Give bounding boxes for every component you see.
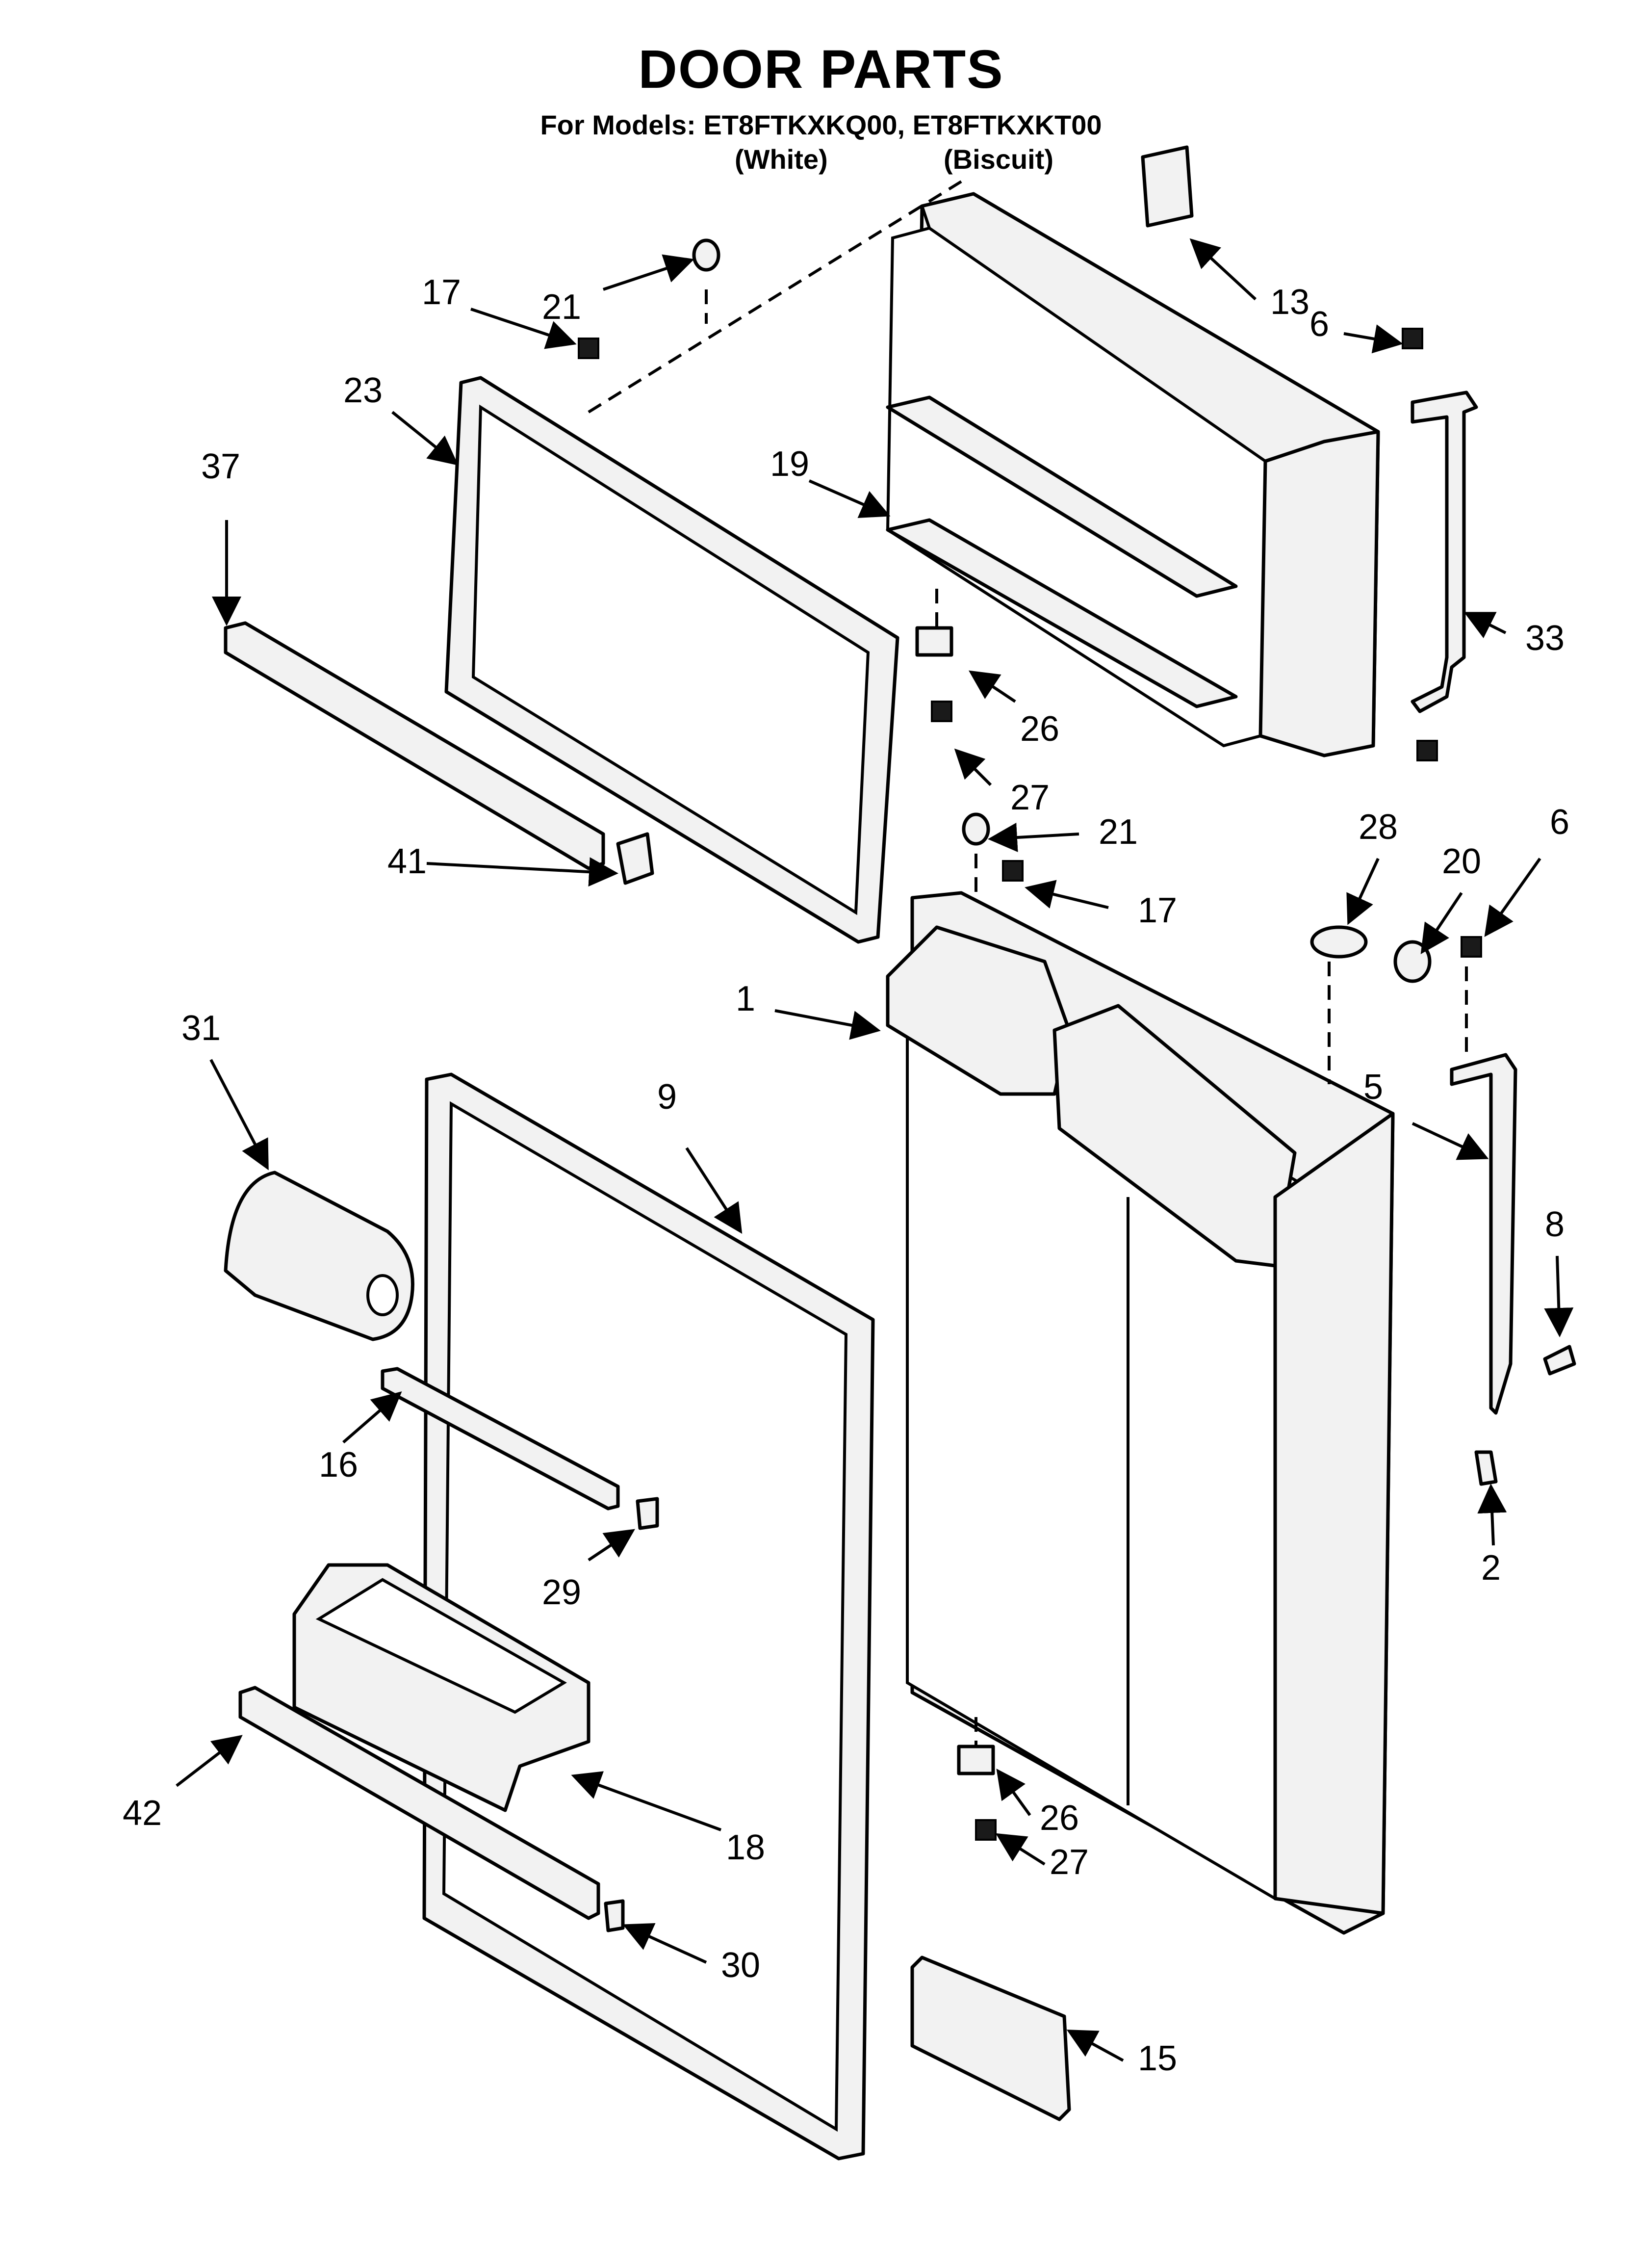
fresh-food-door-liner (886, 891, 1395, 1935)
hinge-pin-screw (1543, 1345, 1576, 1376)
callout-33: 33 (1525, 619, 1565, 658)
variant-white: (White) (735, 144, 828, 175)
door-bin (292, 1563, 590, 1812)
dairy-trim (381, 1367, 620, 1511)
callout-17: 17 (1138, 891, 1177, 930)
callout-42: 42 (123, 1794, 162, 1833)
hinge-spacer (1474, 1450, 1498, 1486)
callout-20: 20 (1442, 842, 1481, 881)
callout-5: 5 (1363, 1068, 1383, 1107)
callout-23: 23 (343, 371, 383, 410)
trim-end-cap (616, 832, 654, 885)
lower-hinge (1450, 1053, 1517, 1415)
page-title: DOOR PARTS (638, 39, 1004, 100)
callout-41: 41 (387, 842, 427, 881)
callout-numbers: 17 21 23 37 19 13 6 33 26 27 41 21 17 28… (123, 273, 1569, 2078)
callout-26: 26 (1020, 709, 1059, 749)
callout-6: 6 (1309, 305, 1329, 344)
callout-6: 6 (1550, 803, 1569, 842)
label-square (1141, 145, 1194, 228)
callout-28: 28 (1359, 808, 1398, 847)
callout-2: 2 (1481, 1548, 1501, 1588)
callout-19: 19 (770, 444, 809, 484)
bin-trim (238, 1686, 600, 1920)
freezer-door-liner (886, 192, 1380, 757)
callout-37: 37 (201, 447, 240, 486)
callout-13: 13 (1270, 283, 1309, 322)
door-bottom-cover (910, 1955, 1071, 2121)
fresh-food-door-gasket (422, 1072, 875, 2161)
callout-31: 31 (181, 1009, 221, 1048)
freezer-door-gasket (444, 376, 899, 944)
callout-8: 8 (1545, 1205, 1565, 1244)
dairy-door (224, 1171, 414, 1341)
callout-9: 9 (657, 1077, 677, 1117)
dairy-trim-clip (636, 1497, 659, 1530)
callout-29: 29 (542, 1573, 581, 1612)
door-plug (1310, 925, 1368, 959)
screws (578, 238, 1482, 1841)
callout-21: 21 (1099, 812, 1138, 852)
callout-16: 16 (319, 1445, 358, 1485)
variant-biscuit: (Biscuit) (944, 144, 1053, 175)
models-line: For Models: ET8FTKXKQ00, ET8FTKXKT00 (540, 109, 1102, 140)
bin-trim-clip (604, 1899, 625, 1932)
callout-15: 15 (1138, 2039, 1177, 2078)
callout-27: 27 (1010, 778, 1050, 817)
upper-hinge (1411, 391, 1478, 713)
callout-30: 30 (721, 1946, 760, 1985)
callout-17: 17 (422, 273, 461, 312)
callout-1: 1 (736, 979, 755, 1018)
callout-26: 26 (1040, 1799, 1079, 1838)
callout-27: 27 (1050, 1843, 1089, 1882)
leader-lines (176, 238, 1574, 2062)
callout-18: 18 (726, 1828, 765, 1867)
callout-21: 21 (542, 287, 581, 327)
